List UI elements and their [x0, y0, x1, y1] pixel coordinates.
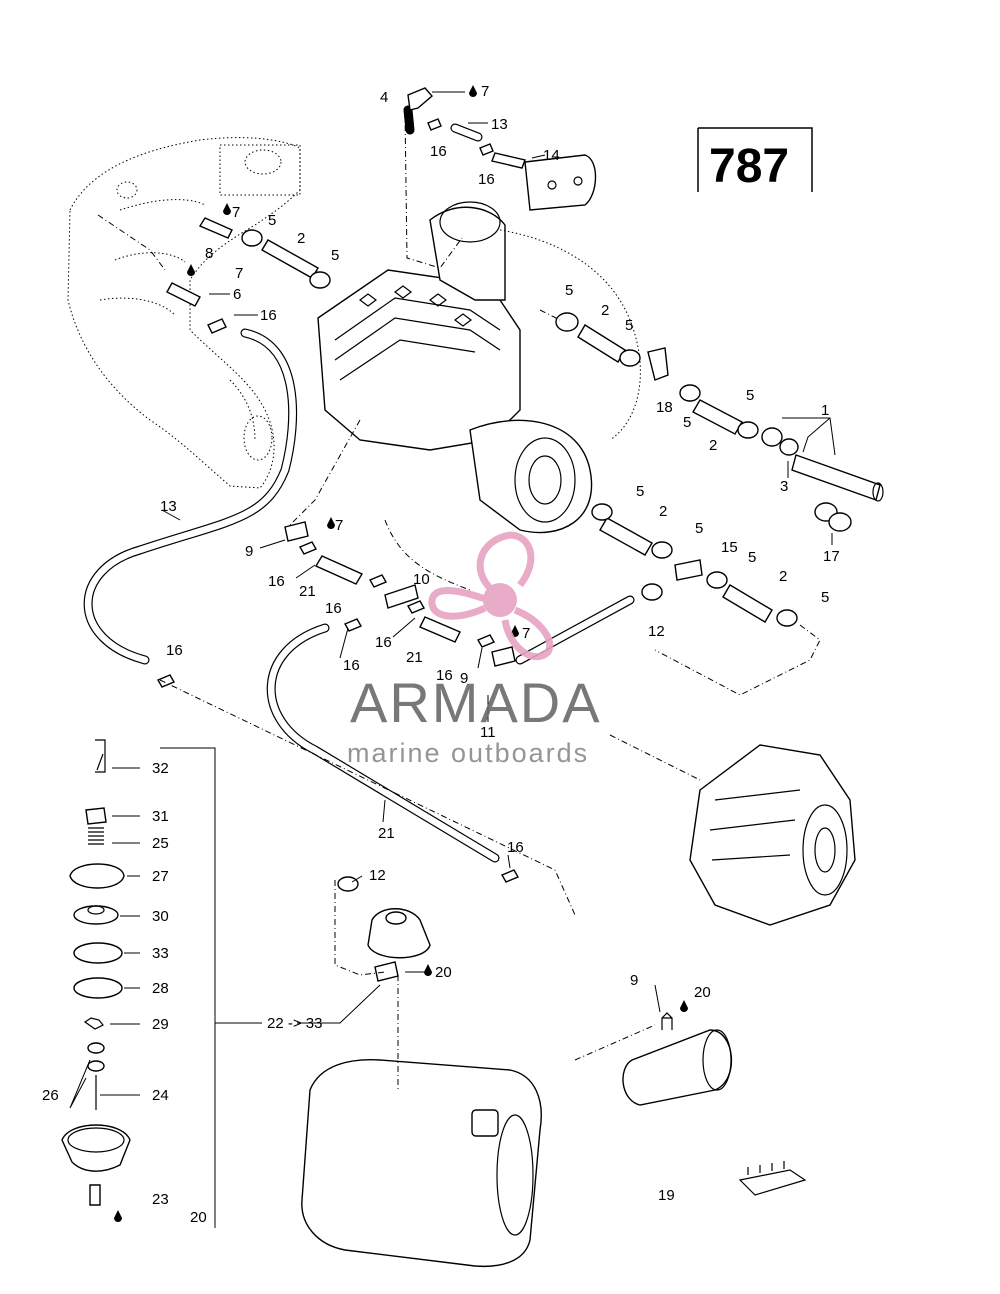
oil-drop-icon: [469, 85, 477, 97]
oil-drop-icon: [114, 1210, 122, 1222]
callout-labels: 4 7 13 16 16 14 7 8 7 6 16 5 2 5 5 2 5 1…: [42, 83, 840, 1226]
callout-label: 12: [648, 623, 665, 640]
oil-drop-icon: [223, 203, 231, 215]
callout-label: 16: [343, 657, 360, 674]
callout-label: 2: [297, 230, 305, 247]
callout-label: 27: [152, 868, 169, 885]
callout-label: 3: [780, 478, 788, 495]
callout-label: 16: [166, 642, 183, 659]
callout-label: 5: [625, 317, 633, 334]
callout-label: 5: [331, 247, 339, 264]
callout-label: 7: [235, 265, 243, 282]
callout-label: 2: [601, 302, 609, 319]
callout-label: 16: [436, 667, 453, 684]
callout-label: 16: [478, 171, 495, 188]
callout-label: 2: [709, 437, 717, 454]
callout-label: 5: [636, 483, 644, 500]
callout-label: 18: [656, 399, 673, 416]
callout-label: 5: [748, 549, 756, 566]
oil-drop-icon: [187, 264, 195, 276]
callout-label: 2: [779, 568, 787, 585]
assembly-lines: [97, 111, 821, 976]
oil-drop-icon: [424, 964, 432, 976]
watermark: ARMADA marine outboards: [347, 531, 602, 768]
callout-label: 13: [160, 498, 177, 515]
watermark-brand: ARMADA: [350, 671, 602, 734]
hose-clamps: [156, 118, 852, 892]
callout-label: 21: [299, 583, 316, 600]
exhaust-manifold-outline: [67, 137, 301, 489]
callout-label: 32: [152, 760, 169, 777]
oil-drop-icon: [511, 625, 519, 637]
jet-pump-housing: [609, 734, 856, 926]
hose-lines: [83, 105, 635, 863]
callout-label: 14: [543, 147, 560, 164]
oil-drop-icons: [114, 85, 688, 1222]
callout-label: 9: [630, 972, 638, 989]
callout-label: 5: [683, 414, 691, 431]
oil-tank: [301, 908, 542, 1268]
callout-label: 16: [507, 839, 524, 856]
callout-label: 9: [460, 670, 468, 687]
oil-filter: [574, 1012, 807, 1196]
callout-label: 16: [375, 634, 392, 651]
callout-label: 5: [268, 212, 276, 229]
callout-label: 17: [823, 548, 840, 565]
callout-label: 20: [190, 1209, 207, 1226]
callout-label: 7: [481, 83, 489, 100]
callout-label: 7: [335, 517, 343, 534]
callout-label: 1: [821, 402, 829, 419]
callout-label: 19: [658, 1187, 675, 1204]
leader-lines: [69, 91, 836, 1109]
callout-label: 25: [152, 835, 169, 852]
fittings: [166, 87, 703, 982]
callout-label: 2: [659, 503, 667, 520]
callout-label: 4: [380, 89, 388, 106]
callout-label: 33: [152, 945, 169, 962]
callout-label: 28: [152, 980, 169, 997]
callout-label: 24: [152, 1087, 169, 1104]
callout-label: 31: [152, 808, 169, 825]
callout-label: 16: [430, 143, 447, 160]
hose-segments: [261, 239, 884, 643]
callout-label: 6: [233, 286, 241, 303]
callout-label: 5: [565, 282, 573, 299]
callout-label: 16: [260, 307, 277, 324]
callout-label: 10: [413, 571, 430, 588]
callout-label: 7: [522, 625, 530, 642]
callout-label: 22 -> 33: [267, 1015, 322, 1032]
callout-label: 12: [369, 867, 386, 884]
oil-drop-icon: [327, 517, 335, 529]
page-number-box: 787: [697, 127, 813, 193]
callout-label: 15: [721, 539, 738, 556]
callout-label: 21: [406, 649, 423, 666]
callout-label: 20: [435, 964, 452, 981]
page-number: 787: [709, 140, 789, 193]
callout-label: 7: [232, 204, 240, 221]
callout-label: 29: [152, 1016, 169, 1033]
callout-label: 5: [695, 520, 703, 537]
callout-label: 16: [268, 573, 285, 590]
watermark-tagline: marine outboards: [347, 738, 589, 768]
callout-label: 23: [152, 1191, 169, 1208]
callout-label: 26: [42, 1087, 59, 1104]
callout-label: 13: [491, 116, 508, 133]
callout-label: 11: [480, 724, 496, 741]
pump-exploded-parts: [61, 739, 262, 1228]
oil-drop-icon: [680, 1000, 688, 1012]
propeller-logo-icon: [428, 531, 554, 661]
callout-label: 20: [694, 984, 711, 1001]
callout-label: 5: [746, 387, 754, 404]
engine-block: [317, 201, 641, 534]
callout-label: 5: [821, 589, 829, 606]
callout-label: 21: [378, 825, 395, 842]
callout-label: 9: [245, 543, 253, 560]
callout-label: 30: [152, 908, 169, 925]
callout-label: 8: [205, 245, 213, 262]
callout-label: 16: [325, 600, 342, 617]
